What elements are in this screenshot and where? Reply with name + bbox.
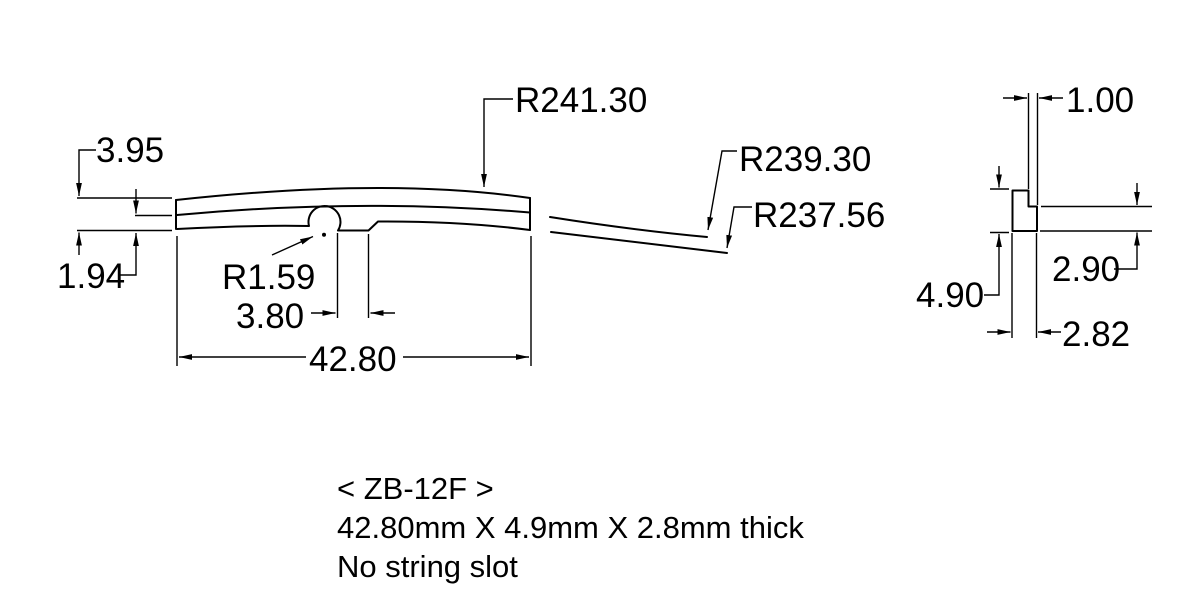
- spec-text: 42.80mm X 4.9mm X 2.8mm thick: [337, 510, 804, 545]
- side-view-bottom-profile: [176, 204, 531, 232]
- dim-step-width-label: 1.00: [1066, 81, 1134, 120]
- middle-radius-label: R239.30: [739, 140, 871, 179]
- dim-height-label: 4.90: [916, 276, 984, 315]
- segment-bottom-curve: [550, 231, 728, 254]
- middle-radius-leader: [707, 150, 737, 231]
- notch-radius-label: R1.59: [222, 258, 315, 297]
- notch-radius-leader: [271, 235, 314, 256]
- dim-end-height-arrow-down: [76, 149, 96, 196]
- dim-lower-band-label: 1.94: [57, 257, 125, 296]
- segment-top-curve: [549, 216, 708, 238]
- section-view: 1.00 4.90 2.90 2.82: [916, 81, 1152, 354]
- title-note-block: < ZB-12F > 42.80mm X 4.9mm X 2.8mm thick…: [337, 471, 804, 584]
- dim-end-height-label: 3.95: [96, 131, 164, 170]
- side-view-top-curve: [175, 186, 531, 201]
- side-view-middle-curve: [176, 204, 531, 216]
- section-outline: [1011, 189, 1038, 232]
- bottom-radius-leader: [726, 206, 752, 249]
- dim-lower-band-arrow-up: [118, 233, 139, 276]
- side-view: 3.95 1.94 R1.59 3.80 42.80 R241.30: [57, 81, 885, 379]
- dim-length-label: 42.80: [309, 340, 397, 379]
- top-radius-label: R241.30: [515, 81, 647, 120]
- dim-step-height-label: 2.90: [1052, 250, 1120, 289]
- dim-slot-width-label: 3.80: [236, 297, 304, 336]
- part-code-text: < ZB-12F >: [337, 471, 494, 506]
- dim-step-height-arrow-up: [1114, 232, 1140, 270]
- notch-radius-center-dot: [322, 232, 326, 237]
- dim-thickness-label: 2.82: [1062, 315, 1130, 354]
- top-radius-leader: [481, 98, 513, 187]
- bottom-radius-label: R237.56: [753, 196, 885, 235]
- note-text: No string slot: [337, 549, 518, 584]
- dim-height-arrow-up: [984, 234, 1002, 296]
